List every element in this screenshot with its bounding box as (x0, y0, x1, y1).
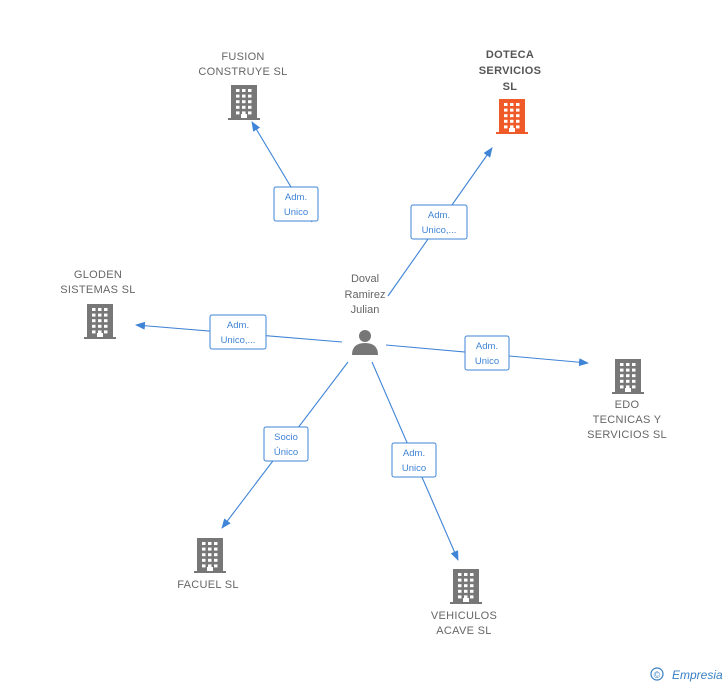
copyright-icon (650, 667, 664, 681)
company-node-fusion[interactable]: FUSION CONSTRUYE SL (198, 51, 287, 120)
brand-name: Empresia (672, 668, 723, 682)
company-node-doteca[interactable]: DOTECA SERVICIOS SL (479, 49, 541, 134)
building-icon (84, 304, 116, 339)
person-name-line: Doval (351, 273, 379, 285)
relation-label-line: Unico,... (221, 335, 256, 346)
person-name-line: Ramirez (345, 289, 386, 301)
company-name-line: TECNICAS Y (593, 414, 662, 426)
relation-label-box (209, 314, 267, 350)
company-name-line: ACAVE SL (436, 625, 491, 637)
person-icon (352, 330, 378, 355)
relation-label-line: Adm. (403, 448, 425, 459)
relation-label-line: Unico (402, 463, 426, 474)
company-node-edo[interactable]: EDO TECNICAS Y SERVICIOS SL (587, 359, 667, 441)
relation-fusion[interactable]: Adm. Unico (251, 121, 319, 223)
relation-label-box (410, 204, 468, 240)
company-name-line: EDO (615, 399, 640, 411)
company-node-vehiculos[interactable]: VEHICULOS ACAVE SL (431, 569, 497, 637)
company-name-line: GLODEN (74, 269, 122, 281)
building-icon (194, 538, 226, 573)
relation-label-box (464, 335, 510, 371)
building-icon (228, 85, 260, 120)
building-icon (612, 359, 644, 394)
company-name-line: SISTEMAS SL (60, 284, 135, 296)
company-name-line: CONSTRUYE SL (198, 66, 287, 78)
building-icon (450, 569, 482, 604)
relation-label-line: Adm. (476, 341, 498, 352)
nodes-layer: FUSION CONSTRUYE SL DOTECA SERVICIOS SL GLODE… (60, 49, 667, 637)
relation-label-line: Único (274, 447, 298, 458)
building-icon (496, 99, 528, 134)
relation-label-line: Unico (475, 356, 499, 367)
company-name-line: SERVICIOS (479, 65, 541, 77)
footer-brand[interactable]: © Empresia (650, 667, 723, 682)
relation-label-box (263, 426, 309, 462)
relation-label-line: Unico (284, 207, 308, 218)
relation-edo[interactable]: Adm. Unico (385, 335, 589, 371)
relation-label-line: Unico,... (422, 225, 457, 236)
relation-label-line: Adm. (428, 210, 450, 221)
relation-vehiculos[interactable]: Adm. Unico (371, 361, 459, 561)
relation-gloden[interactable]: Adm. Unico,... (135, 314, 343, 350)
company-node-facuel[interactable]: FACUEL SL (177, 538, 239, 591)
relation-label-box (273, 186, 319, 222)
relation-label-line: Adm. (227, 320, 249, 331)
copyright-symbol: © (654, 670, 661, 680)
relation-label-box (391, 442, 437, 478)
company-node-gloden[interactable]: GLODEN SISTEMAS SL (60, 269, 135, 339)
relation-label-line: Socio (274, 432, 298, 443)
company-name-line: FACUEL SL (177, 579, 239, 591)
relation-label-line: Adm. (285, 192, 307, 203)
company-name-line: DOTECA (486, 49, 534, 61)
relation-doteca[interactable]: Adm. Unico,... (387, 147, 493, 297)
company-name-line: SL (503, 81, 518, 93)
company-name-line: FUSION (221, 51, 264, 63)
company-name-line: SERVICIOS SL (587, 429, 667, 441)
person-name-line: Julian (351, 304, 380, 316)
company-name-line: VEHICULOS (431, 610, 497, 622)
